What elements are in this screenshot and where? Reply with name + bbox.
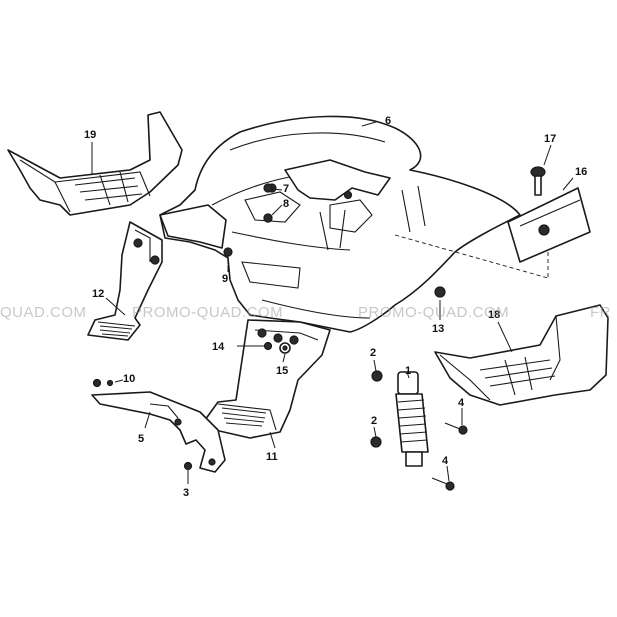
callout-4-upper: 4 [458, 397, 465, 409]
bolt-17-icon [530, 166, 546, 196]
bracket-icon [91, 391, 226, 473]
callout-18: 18 [488, 309, 500, 321]
leader-lines [91, 121, 574, 484]
callout-2-lower: 2 [371, 415, 377, 427]
callout-17: 17 [544, 133, 556, 145]
bolt-4b-icon [431, 477, 455, 491]
bolt-14-icon [263, 341, 273, 351]
callout-2-upper: 2 [370, 347, 376, 359]
bolt-3-icon [183, 461, 193, 471]
callout-15: 15 [276, 365, 288, 377]
nut-2a-icon [371, 370, 383, 382]
mud-guard-center-icon [204, 319, 331, 439]
footrest-right-icon [434, 304, 609, 406]
callout-19: 19 [84, 129, 96, 141]
bolt-9-icon [223, 247, 233, 264]
callout-16: 16 [575, 166, 587, 178]
washer-15-icon [279, 342, 291, 354]
bolt-10-icon [92, 378, 114, 388]
callout-10: 10 [123, 373, 135, 385]
callout-5: 5 [138, 433, 144, 445]
watermark-segment: PROMO-QUAD.COM [358, 304, 509, 321]
bolt-8-icon [263, 213, 273, 223]
watermark-segment: FR [590, 304, 611, 321]
callout-7: 7 [283, 183, 289, 195]
callout-11: 11 [266, 451, 278, 463]
nut-13-icon [434, 286, 446, 298]
callout-labels: 6 19 17 16 7 8 9 12 13 18 14 15 2 1 4 2 … [84, 115, 587, 499]
rear-fender-icon [159, 115, 521, 333]
callout-4-lower: 4 [442, 455, 449, 467]
watermark-segment: QUAD.COM [0, 304, 87, 321]
bolt-4a-icon [444, 422, 468, 435]
callout-12: 12 [92, 288, 104, 300]
nut-2b-icon [370, 436, 382, 448]
callout-8: 8 [283, 198, 289, 210]
watermark-segment: PROMO-QUAD.COM [132, 304, 283, 321]
callout-6: 6 [385, 115, 391, 127]
shock-absorber-icon [395, 371, 429, 467]
callout-13: 13 [432, 323, 444, 335]
callout-1: 1 [405, 365, 411, 377]
callout-3: 3 [183, 487, 189, 499]
footrest-left-icon [7, 111, 183, 216]
reflector-plate-icon [507, 187, 591, 263]
assembly-line [394, 234, 549, 279]
callout-14: 14 [212, 341, 225, 353]
nut-7-icon [263, 183, 273, 193]
callout-9: 9 [222, 273, 228, 285]
watermark: QUAD.COM PROMO-QUAD.COM PROMO-QUAD.COM F… [0, 304, 611, 321]
mud-guard-left-icon [87, 221, 163, 341]
